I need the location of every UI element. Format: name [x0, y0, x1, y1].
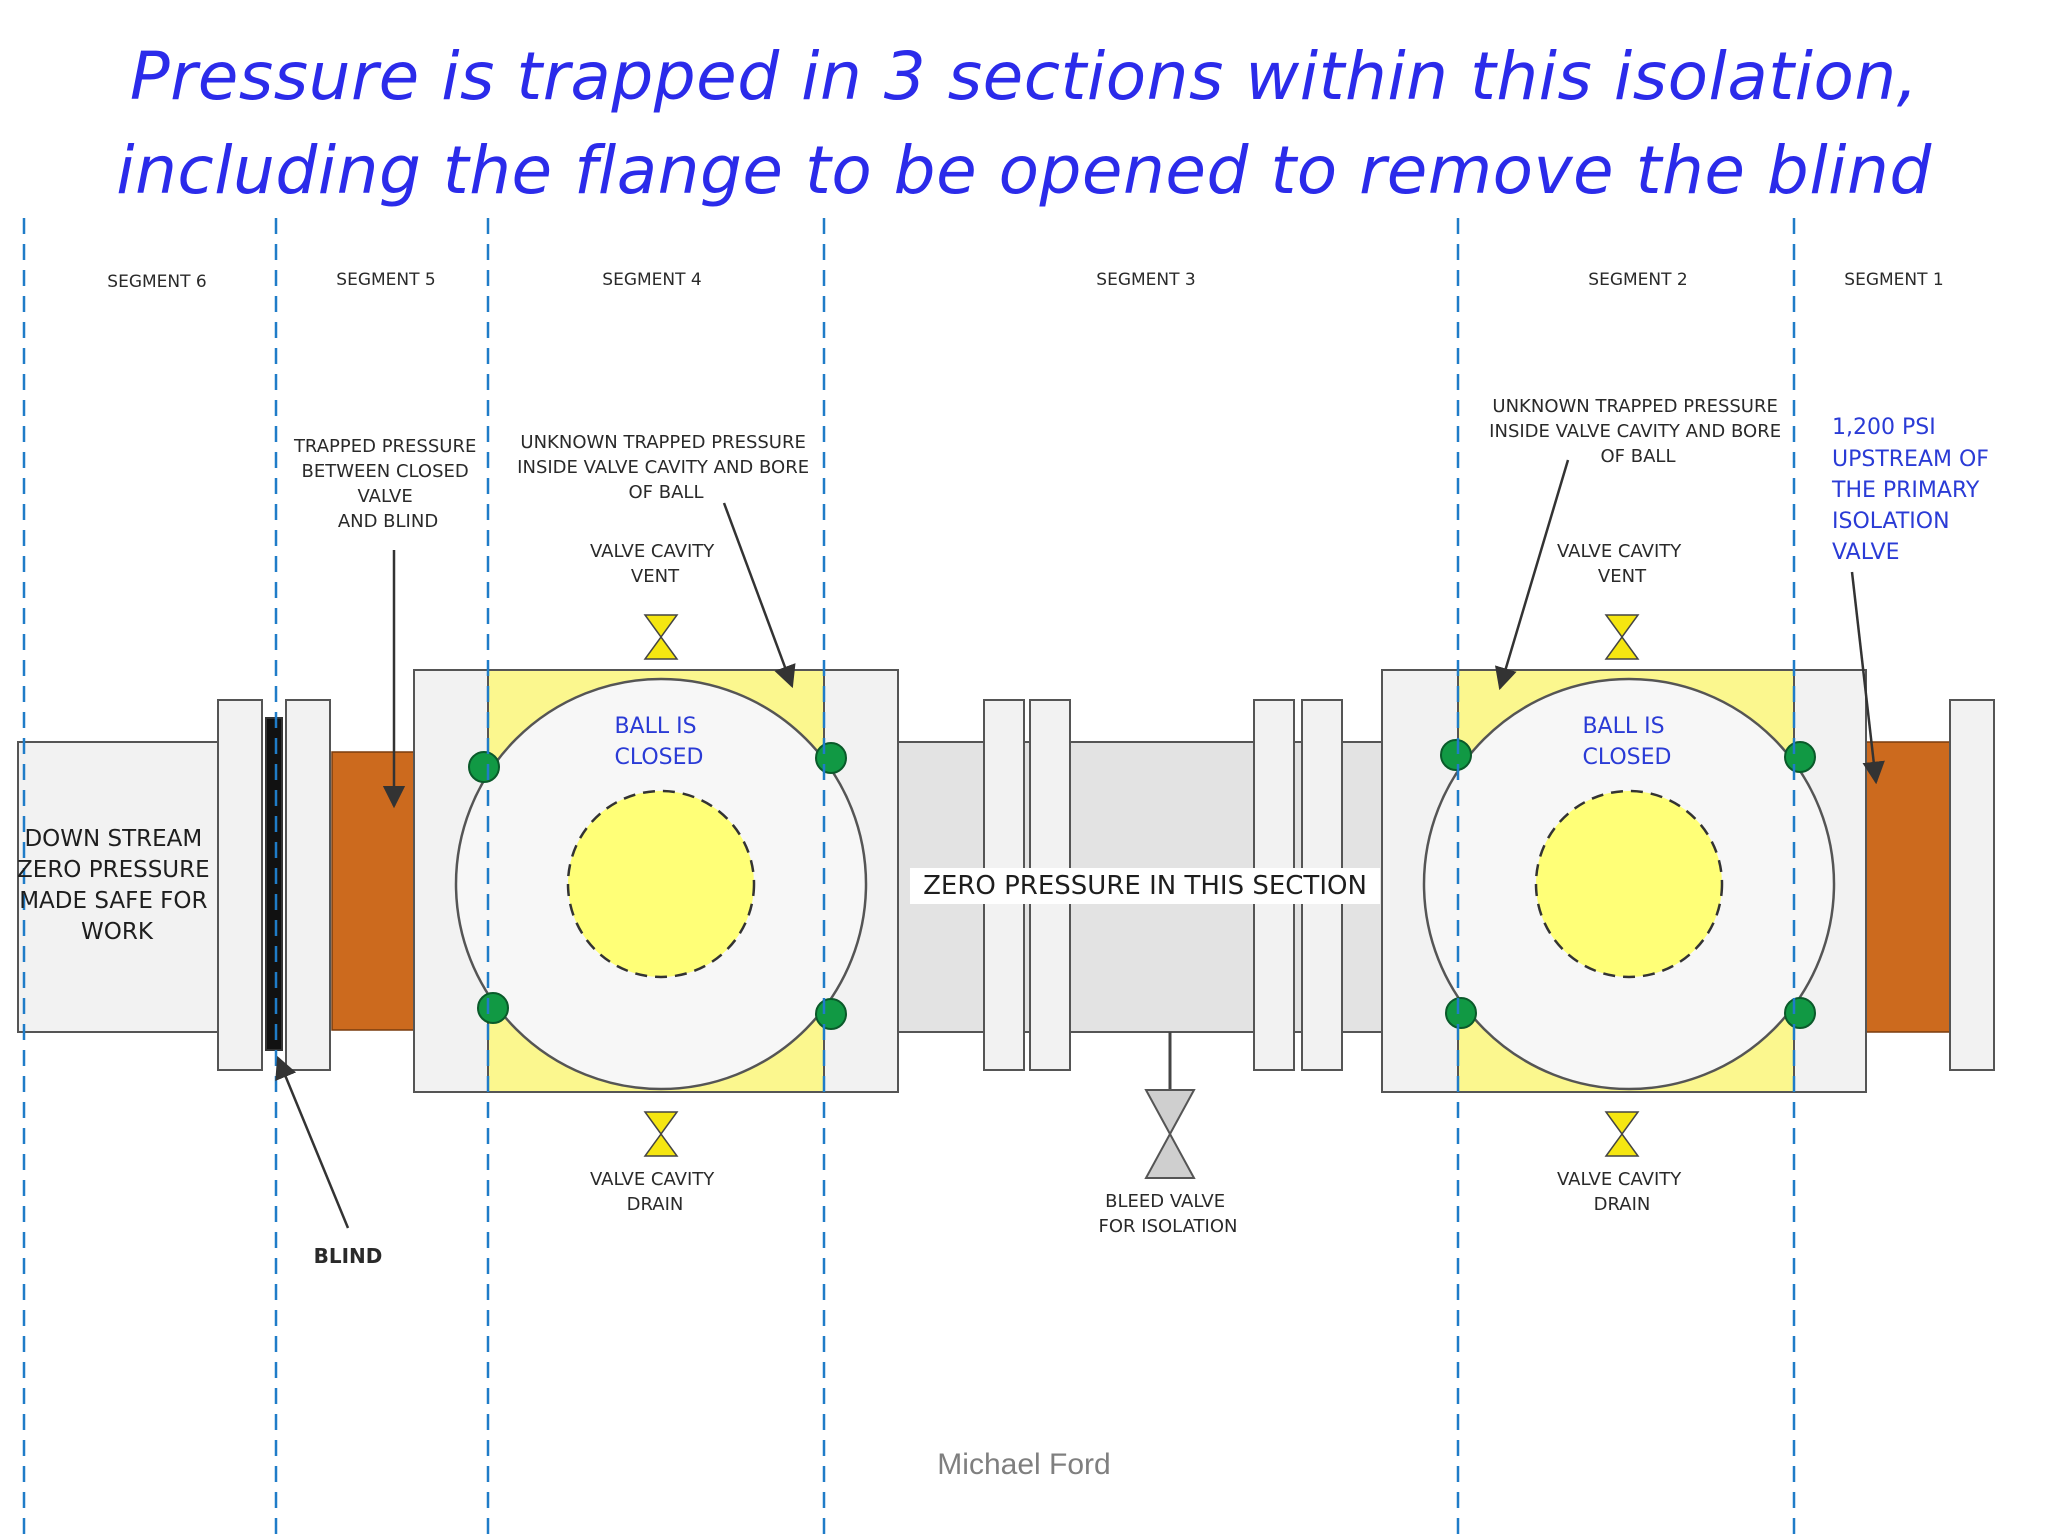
title-line-2: including the flange to be opened to rem… [116, 132, 1932, 209]
upstream-flange [1949, 699, 1995, 1071]
segment-label-2: SEGMENT 2 [1588, 270, 1687, 290]
right-seal-bottom-right [1784, 997, 1816, 1029]
zero-pressure-label-bg [910, 868, 1380, 904]
arrow-unknown-right [1495, 459, 1570, 691]
blind-flange-right [285, 699, 331, 1071]
left-drain-valve-icon [643, 1111, 679, 1157]
right-seal-bottom-left [1445, 997, 1477, 1029]
ball-right-label: BALL IS CLOSED [1582, 714, 1671, 770]
arrow-upstream [1850, 571, 1885, 785]
blind-label: BLIND [314, 1244, 383, 1268]
blind-flange-left [217, 699, 263, 1071]
left-seal-top-left [468, 751, 500, 783]
author-footer: Michael Ford [937, 1448, 1111, 1481]
arrow-blind [275, 1055, 350, 1229]
right-vent-valve-icon [1604, 614, 1640, 660]
segment-label-6: SEGMENT 6 [107, 272, 206, 292]
bleed-valve-icon [1144, 1089, 1196, 1179]
left-seal-top-right [815, 742, 847, 774]
left-vent-valve-icon [643, 614, 679, 660]
downstream-pipe [17, 741, 219, 1033]
bleed-valve-label: BLEED VALVE FOR ISOLATION [1099, 1191, 1238, 1237]
right-drain-valve-icon [1604, 1111, 1640, 1157]
segment-label-1: SEGMENT 1 [1844, 270, 1943, 290]
left-seal-bottom-right [815, 998, 847, 1030]
right-seal-top-right [1784, 741, 1816, 773]
segment-label-4: SEGMENT 4 [602, 270, 701, 290]
title-line-1: Pressure is trapped in 3 sections within… [129, 38, 1919, 115]
segment-label-5: SEGMENT 5 [336, 270, 435, 290]
vent-left-label: VALVE CAVITY VENT [590, 541, 720, 587]
drain-left-label: VALVE CAVITY DRAIN [590, 1169, 720, 1215]
segment-dividers [22, 218, 1796, 1536]
upstream-label: 1,200 PSI UPSTREAM OF THE PRIMARY ISOLAT… [1831, 415, 1996, 565]
drain-right-label: VALVE CAVITY DRAIN [1557, 1169, 1687, 1215]
unknown-pressure-right-label: UNKNOWN TRAPPED PRESSURE INSIDE VALVE CA… [1489, 396, 1787, 467]
ball-left-label: BALL IS CLOSED [614, 714, 703, 770]
arrow-unknown-left [722, 502, 796, 689]
left-ball [566, 789, 756, 979]
blind-plate [265, 717, 283, 1051]
trapped-pressure-label: TRAPPED PRESSURE BETWEEN CLOSED VALVE AN… [293, 436, 482, 532]
unknown-pressure-left-label: UNKNOWN TRAPPED PRESSURE INSIDE VALVE CA… [517, 432, 815, 503]
right-seal-top-left [1440, 739, 1472, 771]
left-seal-bottom-left [477, 992, 509, 1024]
zero-pressure-label: ZERO PRESSURE IN THIS SECTION [923, 871, 1367, 901]
downstream-label: DOWN STREAM ZERO PRESSURE MADE SAFE FOR … [17, 826, 217, 945]
right-ball [1534, 789, 1724, 979]
segment-label-3: SEGMENT 3 [1096, 270, 1195, 290]
vent-right-label: VALVE CAVITY VENT [1557, 541, 1687, 587]
